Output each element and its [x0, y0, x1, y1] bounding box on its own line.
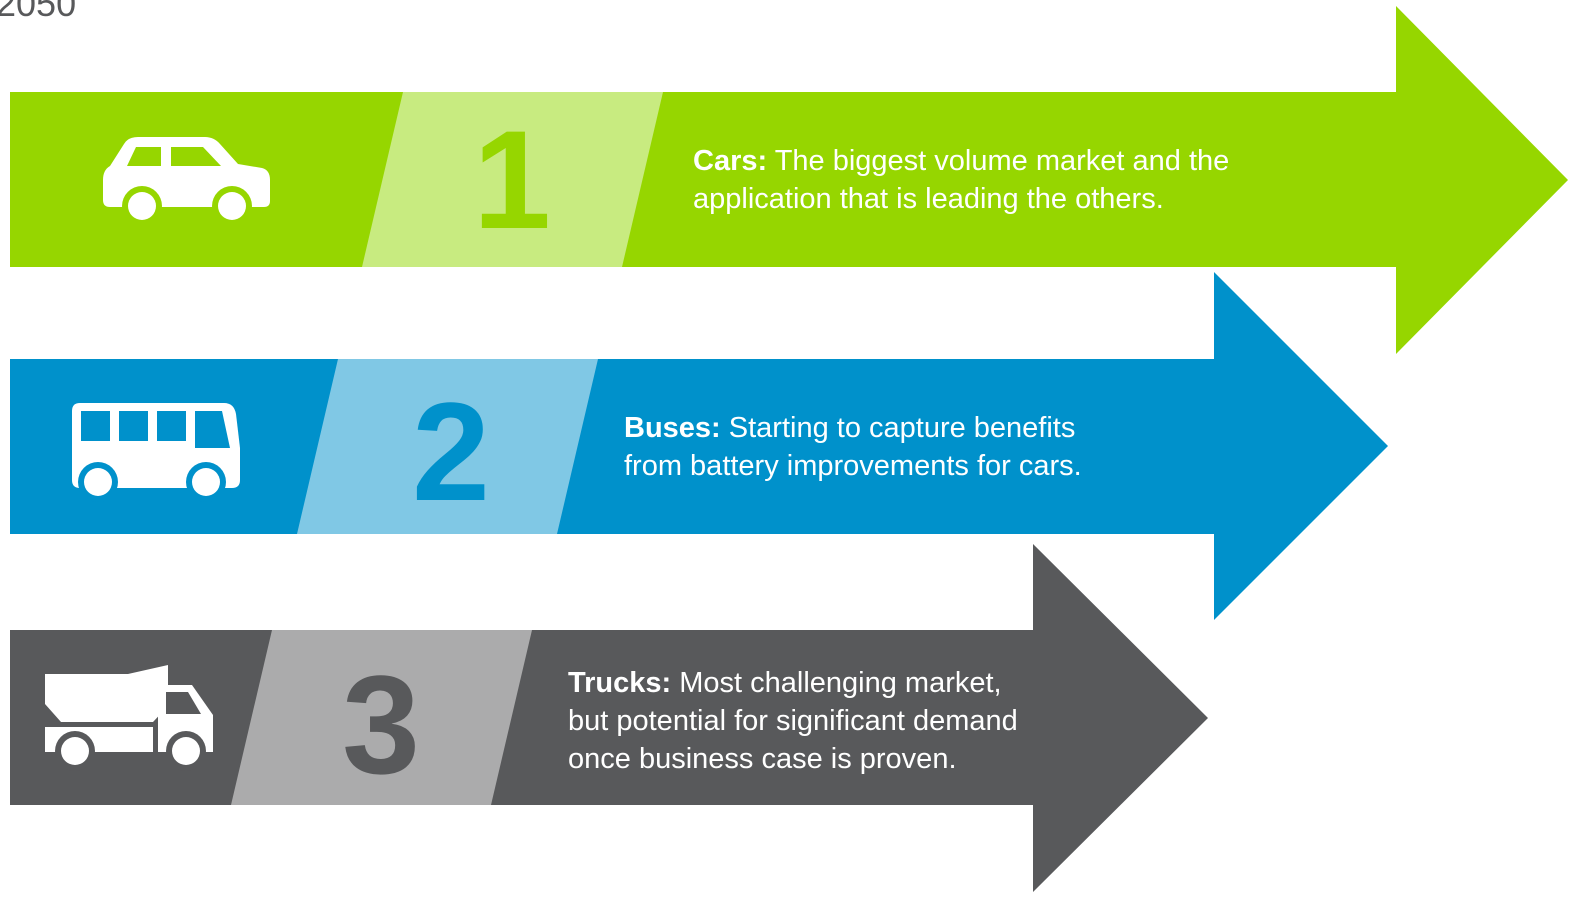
trucks-line-1: Trucks: Most challenging market,	[568, 664, 1018, 702]
buses-text-2: from battery improvements for cars.	[624, 450, 1082, 482]
year-label: 2050	[0, 0, 77, 24]
bus-icon	[72, 403, 240, 502]
trucks-text-1: Most challenging market,	[671, 667, 1002, 699]
row-cars: 1	[10, 6, 1568, 354]
row-text-cars: Cars: The biggest volume market and the …	[693, 142, 1229, 218]
trucks-text-3: once business case is proven.	[568, 743, 957, 775]
trucks-text-2: but potential for significant demand	[568, 705, 1018, 737]
number-band-trucks	[231, 630, 532, 805]
trucks-lead: Trucks:	[568, 667, 672, 699]
number-band-buses	[297, 359, 598, 534]
cars-line-1: Cars: The biggest volume market and the	[693, 142, 1229, 180]
cars-lead: Cars:	[693, 145, 768, 177]
row-text-buses: Buses: Starting to capture benefits from…	[624, 409, 1082, 485]
car-icon	[103, 137, 270, 226]
cars-text-2: application that is leading the others.	[693, 183, 1164, 215]
buses-text-1: Starting to capture benefits	[720, 412, 1076, 444]
buses-line-1: Buses: Starting to capture benefits	[624, 409, 1082, 447]
cars-text-1: The biggest volume market and the	[767, 145, 1230, 177]
number-1: 1	[473, 101, 551, 258]
number-band-cars	[362, 92, 663, 267]
row-text-trucks: Trucks: Most challenging market, but pot…	[568, 664, 1018, 778]
number-2: 2	[412, 373, 490, 530]
number-3: 3	[342, 646, 420, 803]
truck-icon	[45, 665, 213, 771]
buses-lead: Buses:	[624, 412, 721, 444]
row-buses: 2	[10, 272, 1388, 620]
row-trucks: 3	[10, 544, 1208, 892]
